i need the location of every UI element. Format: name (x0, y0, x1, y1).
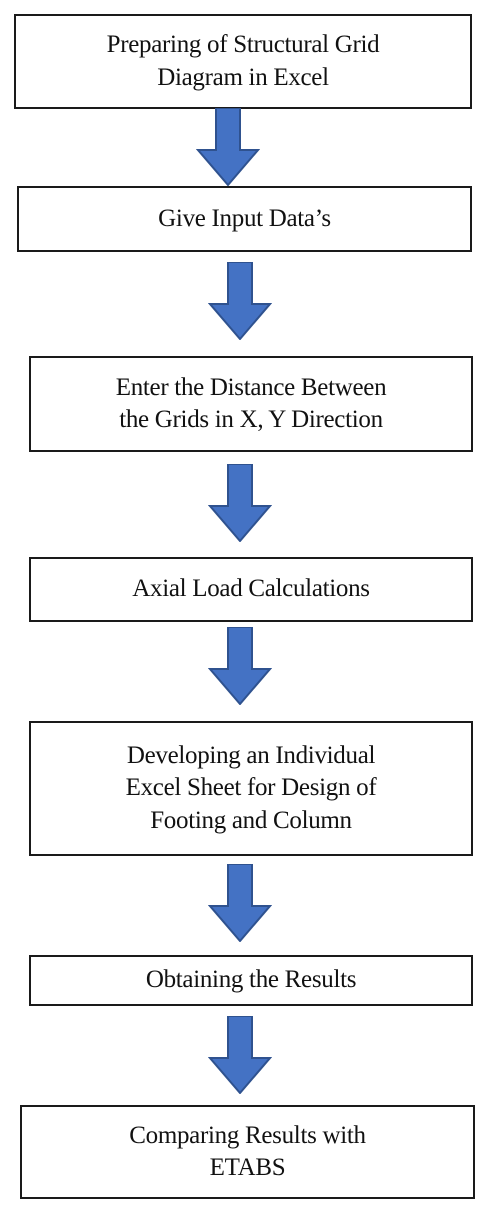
down-arrow-icon (208, 262, 272, 340)
step-label-5: Developing an Individual Excel Sheet for… (125, 741, 377, 834)
step-box-5: Developing an Individual Excel Sheet for… (29, 721, 473, 856)
step-box-1: Preparing of Structural Grid Diagram in … (14, 14, 472, 109)
down-arrow-icon (208, 1016, 272, 1094)
down-arrow-icon (196, 108, 260, 186)
step-label-6: Obtaining the Results (145, 966, 357, 994)
down-arrow-icon (208, 864, 272, 942)
step-label-7: Comparing Results with ETABS (129, 1121, 366, 1182)
down-arrow-icon (208, 627, 272, 705)
step-box-3: Enter the Distance Between the Grids in … (29, 356, 473, 452)
step-box-2: Give Input Data’s (17, 186, 472, 252)
step-label-1: Preparing of Structural Grid Diagram in … (106, 31, 380, 91)
step-label-4: Axial Load Calculations (132, 575, 370, 603)
down-arrow-icon (208, 464, 272, 542)
step-box-6: Obtaining the Results (29, 955, 473, 1006)
step-label-3: Enter the Distance Between the Grids in … (115, 373, 387, 434)
step-label-2: Give Input Data’s (158, 204, 331, 232)
step-box-7: Comparing Results with ETABS (20, 1105, 475, 1199)
step-box-4: Axial Load Calculations (29, 557, 473, 622)
